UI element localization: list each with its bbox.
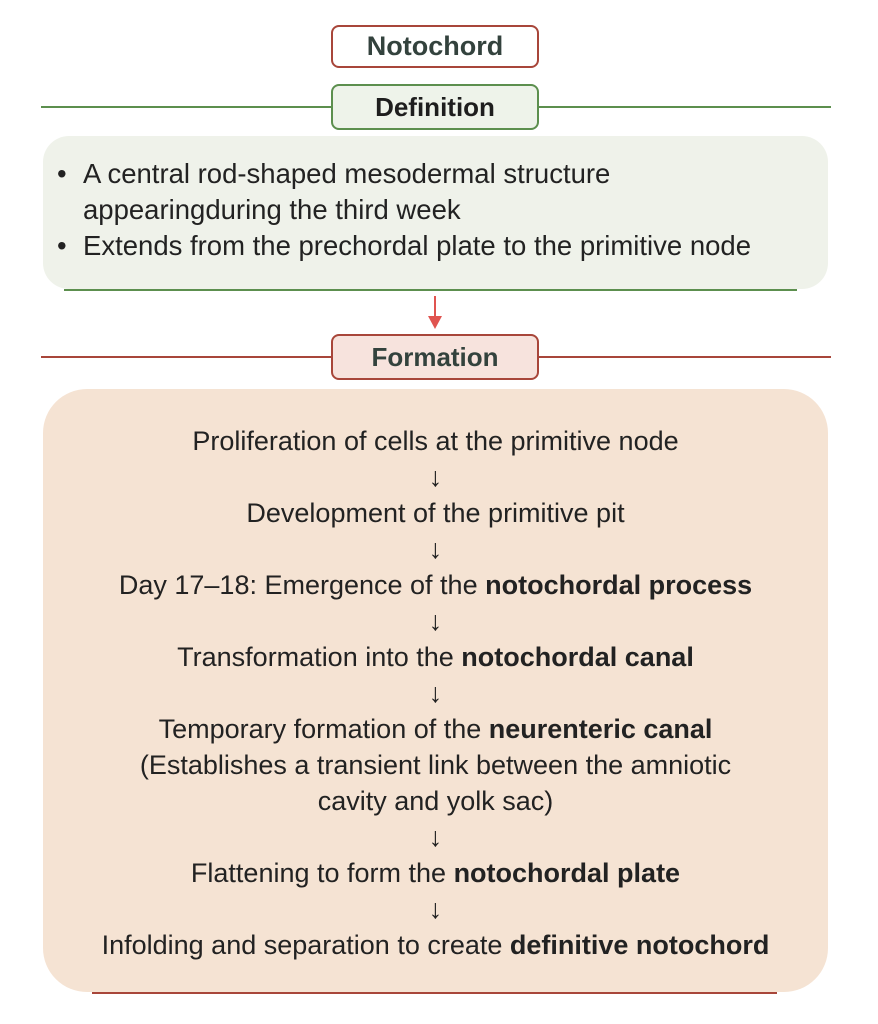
step-keyword: neurenteric canal — [488, 714, 713, 744]
formation-header-label: Formation — [371, 341, 499, 372]
step-text: Flattening to form the — [190, 858, 454, 888]
formation-header: Formation — [331, 334, 539, 380]
formation-step: Development of the primitive pit — [43, 495, 828, 531]
formation-step: Proliferation of cells at the primitive … — [43, 423, 828, 459]
definition-item: • Extends from the prechordal plate to t… — [57, 228, 828, 264]
formation-step-note: (Establishes a transient link between th… — [139, 750, 732, 780]
definition-header-label: Definition — [375, 91, 495, 122]
definition-line: A central rod-shaped mesodermal structur… — [83, 158, 611, 189]
definition-line: appearingduring the third week — [83, 194, 461, 225]
step-keyword: notochordal plate — [453, 858, 681, 888]
formation-step: Temporary formation of the neurenteric c… — [43, 711, 828, 747]
formation-rule-left — [41, 356, 331, 358]
definition-rule-right — [539, 106, 831, 108]
formation-step: Day 17–18: Emergence of the notochordal … — [43, 567, 828, 603]
definition-line: Extends from the prechordal plate to the… — [83, 230, 752, 261]
down-arrow-icon — [428, 296, 442, 329]
step-keyword: definitive notochord — [509, 930, 770, 960]
step-text: Development of the primitive pit — [246, 498, 625, 528]
definition-panel: • A central rod-shaped mesodermal struct… — [43, 136, 828, 289]
bullet-icon: • — [57, 158, 67, 189]
step-text: Proliferation of cells at the primitive … — [192, 426, 679, 456]
formation-step: Flattening to form the notochordal plate — [43, 855, 828, 891]
down-arrow-icon: ↓ — [428, 606, 443, 636]
definition-rule-left — [41, 106, 331, 108]
down-arrow-icon: ↓ — [428, 822, 443, 852]
formation-step: Transformation into the notochordal cana… — [43, 639, 828, 675]
title-box: Notochord — [331, 25, 539, 68]
definition-header: Definition — [331, 84, 539, 130]
step-text: Transformation into the — [177, 642, 462, 672]
down-arrow-icon: ↓ — [428, 462, 443, 492]
bullet-icon: • — [57, 230, 67, 261]
definition-item: • A central rod-shaped mesodermal struct… — [57, 156, 828, 228]
formation-rule-right — [539, 356, 831, 358]
formation-step: Infolding and separation to create defin… — [43, 927, 828, 963]
down-arrow-icon: ↓ — [428, 534, 443, 564]
step-keyword: notochordal canal — [461, 642, 694, 672]
diagram-title: Notochord — [366, 31, 504, 61]
definition-panel-underline — [64, 289, 797, 291]
definition-list: • A central rod-shaped mesodermal struct… — [57, 156, 828, 264]
down-arrow-icon: ↓ — [428, 678, 443, 708]
step-text: Infolding and separation to create — [101, 930, 510, 960]
step-keyword: notochordal process — [485, 570, 753, 600]
step-text: Day 17–18: Emergence of the — [118, 570, 486, 600]
down-arrow-icon: ↓ — [428, 894, 443, 924]
step-text: Temporary formation of the — [158, 714, 489, 744]
formation-step-note: cavity and yolk sac) — [317, 786, 554, 816]
formation-panel-underline — [92, 992, 777, 994]
formation-panel: Proliferation of cells at the primitive … — [43, 389, 828, 992]
